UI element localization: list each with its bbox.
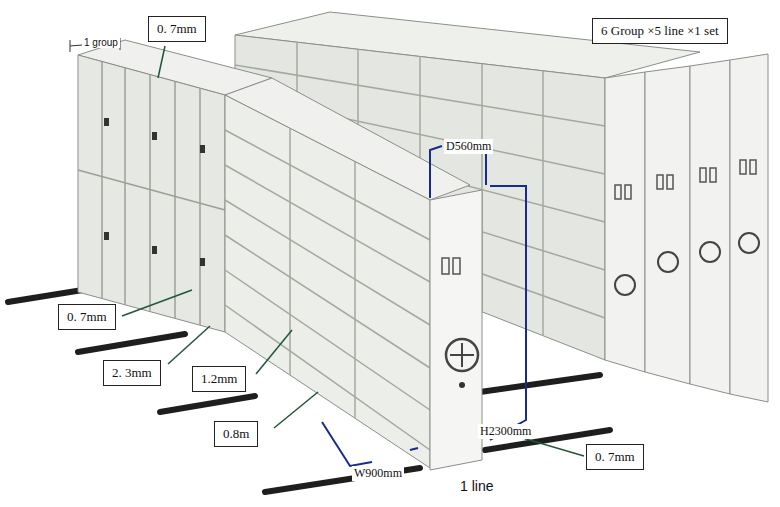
dimension-box: 0.8m bbox=[214, 421, 258, 447]
dimension-box: 0. 7mm bbox=[586, 444, 644, 470]
end-panel bbox=[605, 54, 768, 402]
dimension-box: 2. 3mm bbox=[103, 360, 161, 386]
dimension-text: 0.8m bbox=[223, 426, 249, 441]
dimension-text: 6 Group ×5 line ×1 set bbox=[601, 23, 719, 38]
dimension-text: 0. 7mm bbox=[157, 21, 197, 36]
dimension-text: 1.2mm bbox=[201, 371, 237, 386]
dimension-box: 6 Group ×5 line ×1 set bbox=[592, 18, 728, 44]
dimension-box: 0. 7mm bbox=[148, 16, 206, 42]
open-shelving bbox=[225, 78, 482, 470]
dimension-label: 1 group bbox=[82, 37, 120, 48]
dimension-text: 2. 3mm bbox=[112, 365, 152, 380]
dimension-line bbox=[322, 146, 526, 466]
leader-line bbox=[122, 46, 584, 456]
dimension-box: 0. 7mm bbox=[58, 304, 116, 330]
dimension-label: D560mm bbox=[444, 139, 493, 154]
dimension-label: 1 line bbox=[458, 478, 495, 494]
dimension-label: W900mm bbox=[352, 466, 404, 481]
group-bracket bbox=[70, 38, 120, 52]
dimension-label: H2300mm bbox=[478, 424, 533, 439]
dimension-text: 0. 7mm bbox=[67, 309, 107, 324]
dimension-box: 1.2mm bbox=[192, 366, 246, 392]
dimension-text: 0. 7mm bbox=[595, 449, 635, 464]
